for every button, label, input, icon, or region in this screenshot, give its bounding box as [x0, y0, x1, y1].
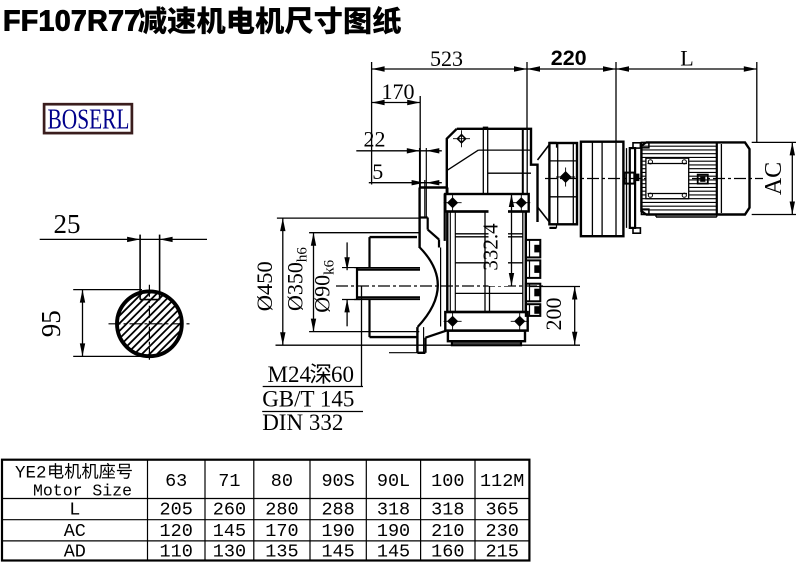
svg-text:110: 110 — [160, 542, 193, 563]
svg-text:145: 145 — [377, 542, 410, 563]
svg-text:230: 230 — [486, 521, 519, 542]
svg-text:220: 220 — [551, 46, 587, 70]
svg-text:130: 130 — [213, 542, 246, 563]
svg-text:BOSERL: BOSERL — [48, 103, 130, 135]
svg-text:GB/T 145: GB/T 145 — [262, 387, 354, 412]
svg-text:100: 100 — [431, 471, 464, 492]
svg-text:60: 60 — [331, 362, 354, 387]
svg-text:170: 170 — [265, 521, 298, 542]
svg-text:AD: AD — [64, 542, 86, 563]
svg-text:DIN 332: DIN 332 — [262, 410, 343, 435]
svg-text:22: 22 — [364, 127, 386, 152]
svg-text:YE2: YE2 — [15, 464, 47, 484]
svg-text:190: 190 — [321, 521, 354, 542]
svg-text:Ø90k6: Ø90k6 — [310, 259, 338, 312]
svg-text:5: 5 — [372, 159, 383, 184]
svg-text:AC: AC — [761, 162, 787, 195]
svg-text:80: 80 — [271, 471, 293, 492]
svg-text:170: 170 — [382, 79, 415, 104]
svg-text:AC: AC — [64, 521, 86, 542]
svg-text:L: L — [680, 46, 693, 71]
svg-text:63: 63 — [165, 471, 187, 492]
svg-text:332.4: 332.4 — [479, 223, 503, 271]
svg-text:Motor Size: Motor Size — [33, 482, 132, 501]
svg-text:145: 145 — [321, 542, 354, 563]
svg-text:215: 215 — [486, 542, 519, 563]
svg-text:280: 280 — [265, 500, 298, 521]
svg-text:90S: 90S — [321, 471, 354, 492]
svg-text:288: 288 — [321, 500, 354, 521]
svg-text:112M: 112M — [480, 471, 524, 492]
svg-text:318: 318 — [377, 500, 410, 521]
svg-text:260: 260 — [213, 500, 246, 521]
svg-text:M24: M24 — [268, 362, 312, 387]
svg-text:90L: 90L — [377, 471, 410, 492]
svg-text:210: 210 — [431, 521, 464, 542]
svg-text:318: 318 — [431, 500, 464, 521]
svg-text:200: 200 — [541, 298, 566, 331]
svg-text:120: 120 — [160, 521, 193, 542]
svg-text:145: 145 — [213, 521, 246, 542]
svg-text:Ø450: Ø450 — [252, 261, 277, 311]
svg-text:L: L — [69, 500, 80, 521]
svg-text:FF107R77: FF107R77 — [3, 6, 141, 38]
svg-text:365: 365 — [486, 500, 519, 521]
svg-text:190: 190 — [377, 521, 410, 542]
svg-text:25: 25 — [54, 209, 81, 239]
svg-text:205: 205 — [160, 500, 193, 521]
svg-text:95: 95 — [36, 310, 66, 337]
svg-text:160: 160 — [431, 542, 464, 563]
svg-text:135: 135 — [265, 542, 298, 563]
svg-text:71: 71 — [218, 471, 240, 492]
svg-text:523: 523 — [430, 46, 463, 71]
